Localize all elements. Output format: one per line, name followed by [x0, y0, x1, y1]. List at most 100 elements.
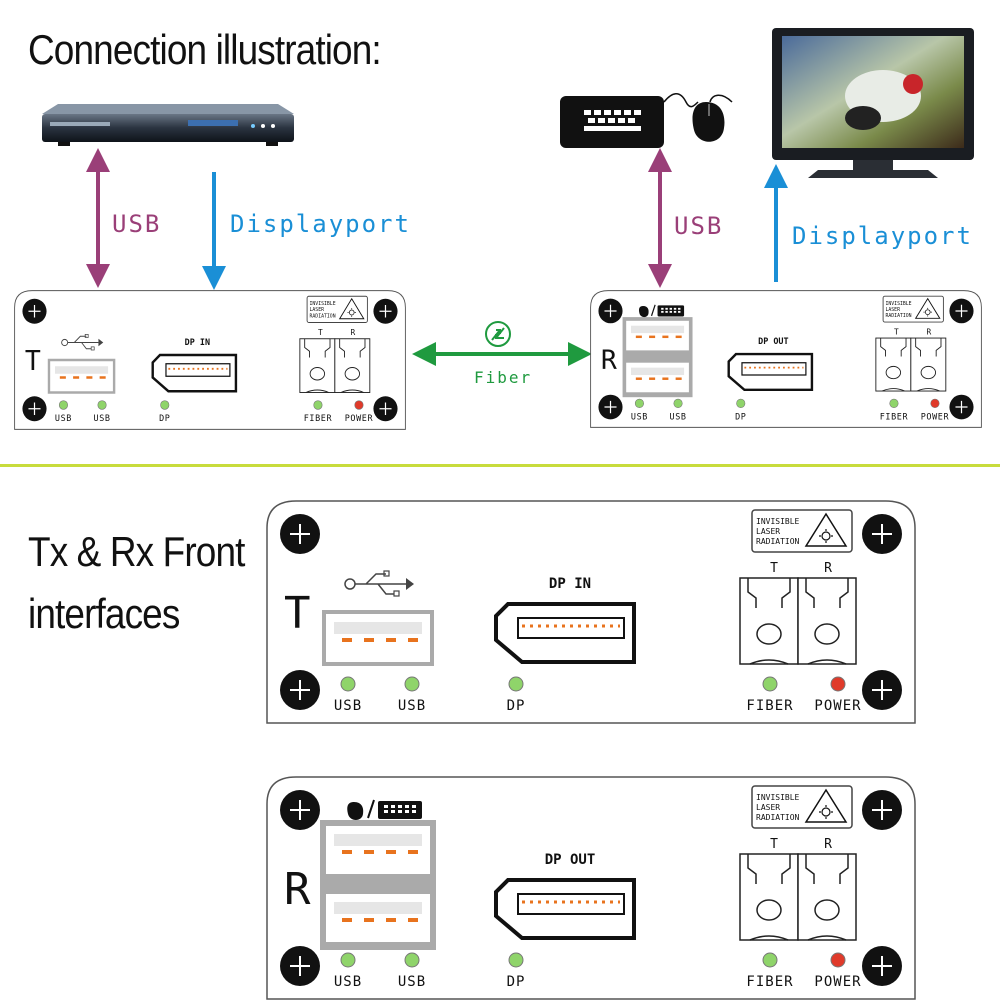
svg-text:USB: USB: [670, 412, 687, 422]
mouse-keyboard-icon: [347, 799, 422, 820]
svg-text:INVISIBLE: INVISIBLE: [756, 517, 800, 526]
svg-text:USB: USB: [398, 698, 426, 714]
led-fiber-indicator: FIBER: [746, 952, 793, 990]
dp-port-label: DP IN: [185, 338, 210, 348]
svg-text:INVISIBLE: INVISIBLE: [886, 301, 912, 307]
svg-text:LASER: LASER: [886, 307, 901, 313]
laser-warning-label: INVISIBLE LASER RADIATION: [751, 785, 853, 829]
svg-text:USB: USB: [55, 414, 72, 424]
transmitter-panel-small: T DP IN INVISIBLE LASER RADIATION T R US…: [14, 290, 406, 430]
displayport-connector: [494, 878, 636, 940]
screw-icon: [862, 790, 902, 830]
led-usb-indicator: USB: [631, 398, 647, 422]
fiber-label: Fiber: [474, 368, 533, 387]
device-letter: R: [284, 864, 311, 915]
led-fiber-indicator: FIBER: [880, 398, 909, 422]
svg-text:RADIATION: RADIATION: [310, 313, 336, 319]
svg-text:LASER: LASER: [756, 803, 780, 812]
svg-text:USB: USB: [398, 974, 426, 990]
laser-warning-icon: [338, 297, 365, 320]
screw-icon: [373, 396, 398, 422]
led-dp-indicator: DP: [507, 676, 524, 714]
connection-arrows: [86, 148, 788, 366]
connection-heading: Connection illustration:: [28, 26, 382, 73]
svg-text:USB: USB: [94, 414, 111, 424]
screw-icon: [280, 670, 320, 710]
led-usb-indicator: USB: [55, 400, 72, 424]
usb-label-right: USB: [674, 212, 724, 240]
led-fiber-indicator: FIBER: [304, 400, 333, 424]
svg-text:USB: USB: [334, 974, 362, 990]
device-letter: T: [25, 346, 41, 378]
svg-text:USB: USB: [334, 698, 362, 714]
svg-text:RADIATION: RADIATION: [756, 537, 800, 546]
fiber-port-r-label: R: [824, 561, 832, 576]
laser-warning-label: INVISIBLE LASER RADIATION: [751, 509, 853, 553]
led-dp-indicator: DP: [159, 400, 170, 424]
svg-text:POWER: POWER: [921, 412, 950, 422]
screw-icon: [949, 298, 974, 324]
device-panel-graphic: R DP OUT INVISIBLE LASER RADIATION T R U…: [590, 290, 982, 428]
led-usb-indicator: USB: [398, 952, 426, 990]
dual-usb-port-block: [320, 820, 436, 950]
transmitter-front-panel: T DP IN INVISIBLE LASER RADIATION T R US…: [266, 500, 916, 724]
dvd-player-icon: [42, 104, 294, 146]
fiber-port-t-label: T: [894, 327, 899, 336]
mouse-keyboard-icon: [639, 304, 685, 318]
svg-text:DP: DP: [507, 974, 526, 990]
dp-label-left: Displayport: [230, 210, 411, 238]
dp-port-label: DP OUT: [545, 852, 596, 868]
usb-label-left: USB: [112, 210, 162, 238]
screw-icon: [280, 946, 320, 986]
fiber-port-t-label: T: [770, 561, 778, 576]
peripherals-icons: [560, 93, 733, 148]
dp-label-right: Displayport: [792, 222, 973, 250]
usb-port: [322, 610, 434, 666]
fiber-port-r: [910, 337, 947, 392]
front-interfaces-heading-line2: interfaces: [28, 590, 180, 637]
displayport-connector: [727, 352, 814, 392]
fiber-port-t-label: T: [318, 328, 323, 337]
screw-icon: [280, 514, 320, 554]
led-power-indicator: POWER: [345, 400, 374, 424]
svg-text:POWER: POWER: [814, 974, 861, 990]
screw-icon: [280, 790, 320, 830]
usb-port: [322, 890, 434, 946]
monitor-icon: [772, 28, 974, 178]
svg-text:FIBER: FIBER: [304, 414, 333, 424]
screw-icon: [862, 670, 902, 710]
usb-port: [322, 822, 434, 878]
led-usb-indicator: USB: [94, 400, 111, 424]
svg-text:FIBER: FIBER: [746, 974, 793, 990]
usb-symbol-icon: [344, 570, 414, 597]
led-usb-indicator: USB: [670, 398, 687, 422]
svg-text:INVISIBLE: INVISIBLE: [310, 301, 336, 307]
usb-symbol-icon: [61, 334, 104, 351]
mouse-icon: [692, 102, 725, 142]
svg-text:FIBER: FIBER: [880, 412, 909, 422]
usb-port: [623, 360, 692, 395]
fiber-port-r: [797, 577, 857, 665]
screw-icon: [598, 394, 623, 420]
fiber-port-t: [739, 853, 799, 941]
svg-text:POWER: POWER: [345, 414, 374, 424]
displayport-connector: [151, 353, 238, 393]
fiber-port-r-label: R: [927, 327, 932, 336]
led-usb-indicator: USB: [334, 952, 362, 990]
section-divider: [0, 464, 1000, 467]
screw-icon: [22, 298, 47, 324]
usb-port: [47, 358, 116, 394]
laser-warning-label: INVISIBLE LASER RADIATION: [882, 295, 944, 323]
displayport-connector: [494, 602, 636, 664]
screw-icon: [373, 298, 398, 324]
screw-icon: [862, 946, 902, 986]
receiver-front-panel: R DP OUT INVISIBLE LASER RADIATION T R U…: [266, 776, 916, 1000]
device-letter: R: [601, 345, 618, 376]
device-panel-graphic: T DP IN INVISIBLE LASER RADIATION T R US…: [14, 290, 406, 430]
svg-text:FIBER: FIBER: [746, 698, 793, 714]
led-power-indicator: POWER: [921, 398, 950, 422]
svg-text:POWER: POWER: [814, 698, 861, 714]
laser-warning-icon: [914, 297, 941, 319]
fiber-port-r: [797, 853, 857, 941]
led-usb-indicator: USB: [398, 676, 426, 714]
